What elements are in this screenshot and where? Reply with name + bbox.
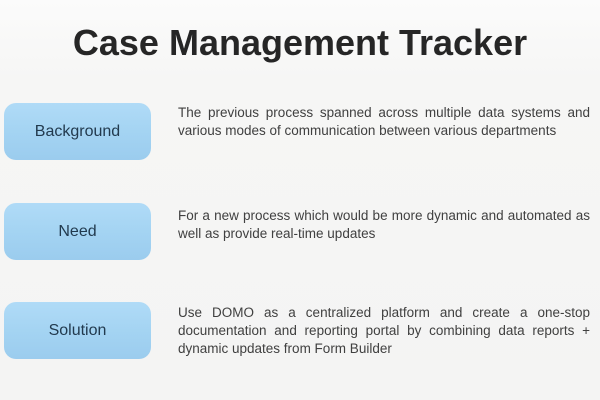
background-label-box: Background [4,103,151,160]
background-label: Background [34,122,121,140]
solution-description: Use DOMO as a centralized platform and c… [178,305,590,357]
solution-label-box: Solution [4,302,151,359]
need-description: For a new process which would be more dy… [178,208,590,242]
need-label-box: Need [4,203,151,260]
solution-label: Solution [48,321,107,339]
need-label: Need [58,222,97,240]
slide-title: Case Management Tracker [72,22,528,63]
background-description: The previous process spanned across mult… [178,105,590,139]
